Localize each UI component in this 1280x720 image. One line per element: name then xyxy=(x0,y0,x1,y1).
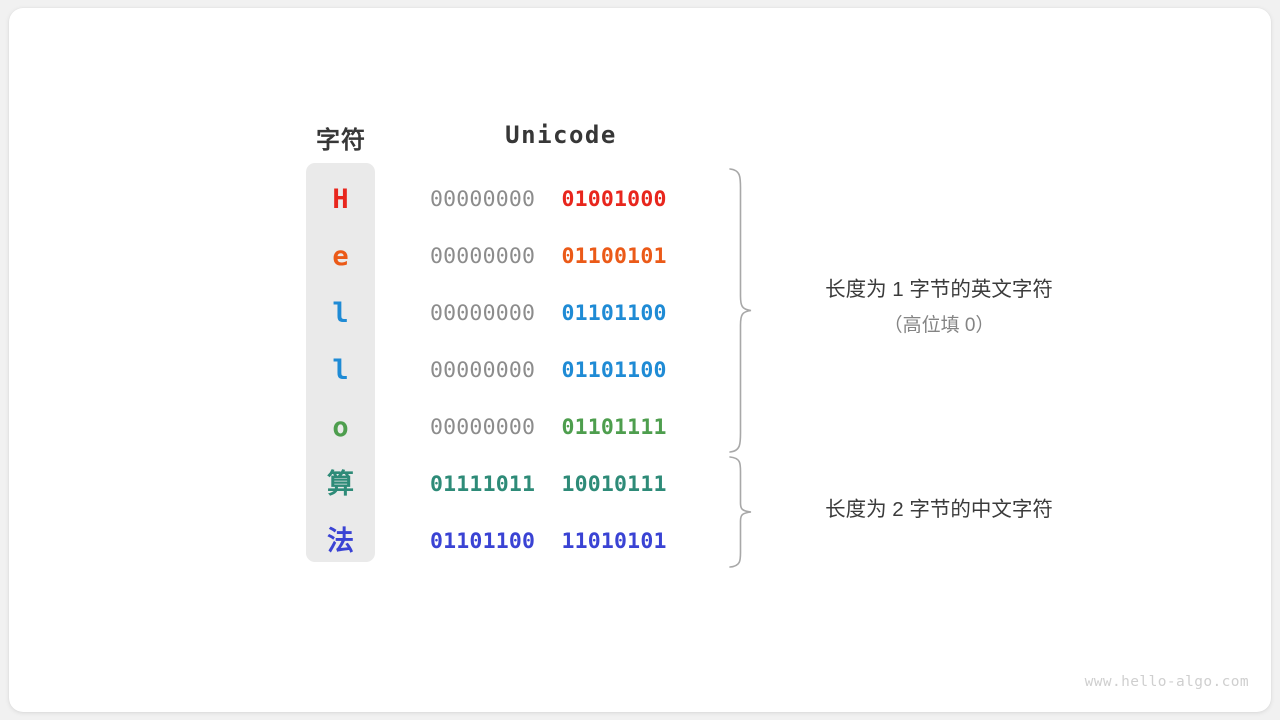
byte-separator xyxy=(535,244,561,269)
unicode-bits-cell: 00000000 01100101 xyxy=(430,228,692,285)
character-cell: e xyxy=(332,241,349,272)
annotation-cjk-main: 长度为 2 字节的中文字符 xyxy=(825,498,1053,521)
unicode-high-byte: 00000000 xyxy=(430,415,536,440)
character-cell: H xyxy=(332,184,349,215)
unicode-low-byte: 01001000 xyxy=(561,187,667,212)
character-cell: l xyxy=(332,355,349,386)
byte-separator xyxy=(535,472,561,497)
unicode-high-byte: 00000000 xyxy=(430,244,536,269)
character-cell: 法 xyxy=(327,526,354,557)
unicode-high-byte: 00000000 xyxy=(430,358,536,383)
annotation-ascii-sub: （高位填 0） xyxy=(883,315,995,336)
unicode-bits-cell: 01101100 11010101 xyxy=(430,513,692,570)
byte-separator xyxy=(535,358,561,383)
byte-separator xyxy=(535,301,561,326)
annotation-ascii-main: 长度为 1 字节的英文字符 xyxy=(825,278,1053,301)
unicode-low-byte: 01101111 xyxy=(561,415,667,440)
column-header-character: 字符 xyxy=(316,127,366,154)
figure-card: 字符 Unicode H 00000000 01001000 e 00000000 0… xyxy=(9,8,1271,712)
unicode-high-byte: 01111011 xyxy=(430,472,536,497)
brace-cjk-group xyxy=(727,456,753,568)
character-cell: o xyxy=(332,412,349,443)
character-column-panel xyxy=(306,163,375,562)
unicode-low-byte: 01101100 xyxy=(561,358,667,383)
column-header-unicode: Unicode xyxy=(505,121,617,149)
unicode-low-byte: 01100101 xyxy=(561,244,667,269)
unicode-high-byte: 01101100 xyxy=(430,529,536,554)
unicode-low-byte: 11010101 xyxy=(561,529,667,554)
character-cell: l xyxy=(332,298,349,329)
unicode-bits-cell: 00000000 01101100 xyxy=(430,285,692,342)
unicode-low-byte: 10010111 xyxy=(561,472,667,497)
unicode-high-byte: 00000000 xyxy=(430,187,536,212)
diagram-stage: 字符 Unicode H 00000000 01001000 e 00000000 0… xyxy=(9,8,1271,712)
unicode-bits-cell: 00000000 01101111 xyxy=(430,399,692,456)
unicode-bits-cell: 00000000 01101100 xyxy=(430,342,692,399)
unicode-bits-cell: 00000000 01001000 xyxy=(430,171,692,228)
byte-separator xyxy=(535,529,561,554)
byte-separator xyxy=(535,415,561,440)
annotation-cjk: 长度为 2 字节的中文字符 xyxy=(777,492,1101,528)
unicode-high-byte: 00000000 xyxy=(430,301,536,326)
brace-ascii-group xyxy=(727,168,753,453)
byte-separator xyxy=(535,187,561,212)
character-cell: 算 xyxy=(327,469,354,500)
watermark: www.hello-algo.com xyxy=(1084,674,1249,690)
unicode-low-byte: 01101100 xyxy=(561,301,667,326)
unicode-bits-cell: 01111011 10010111 xyxy=(430,456,692,513)
annotation-ascii: 长度为 1 字节的英文字符 （高位填 0） xyxy=(777,272,1101,344)
